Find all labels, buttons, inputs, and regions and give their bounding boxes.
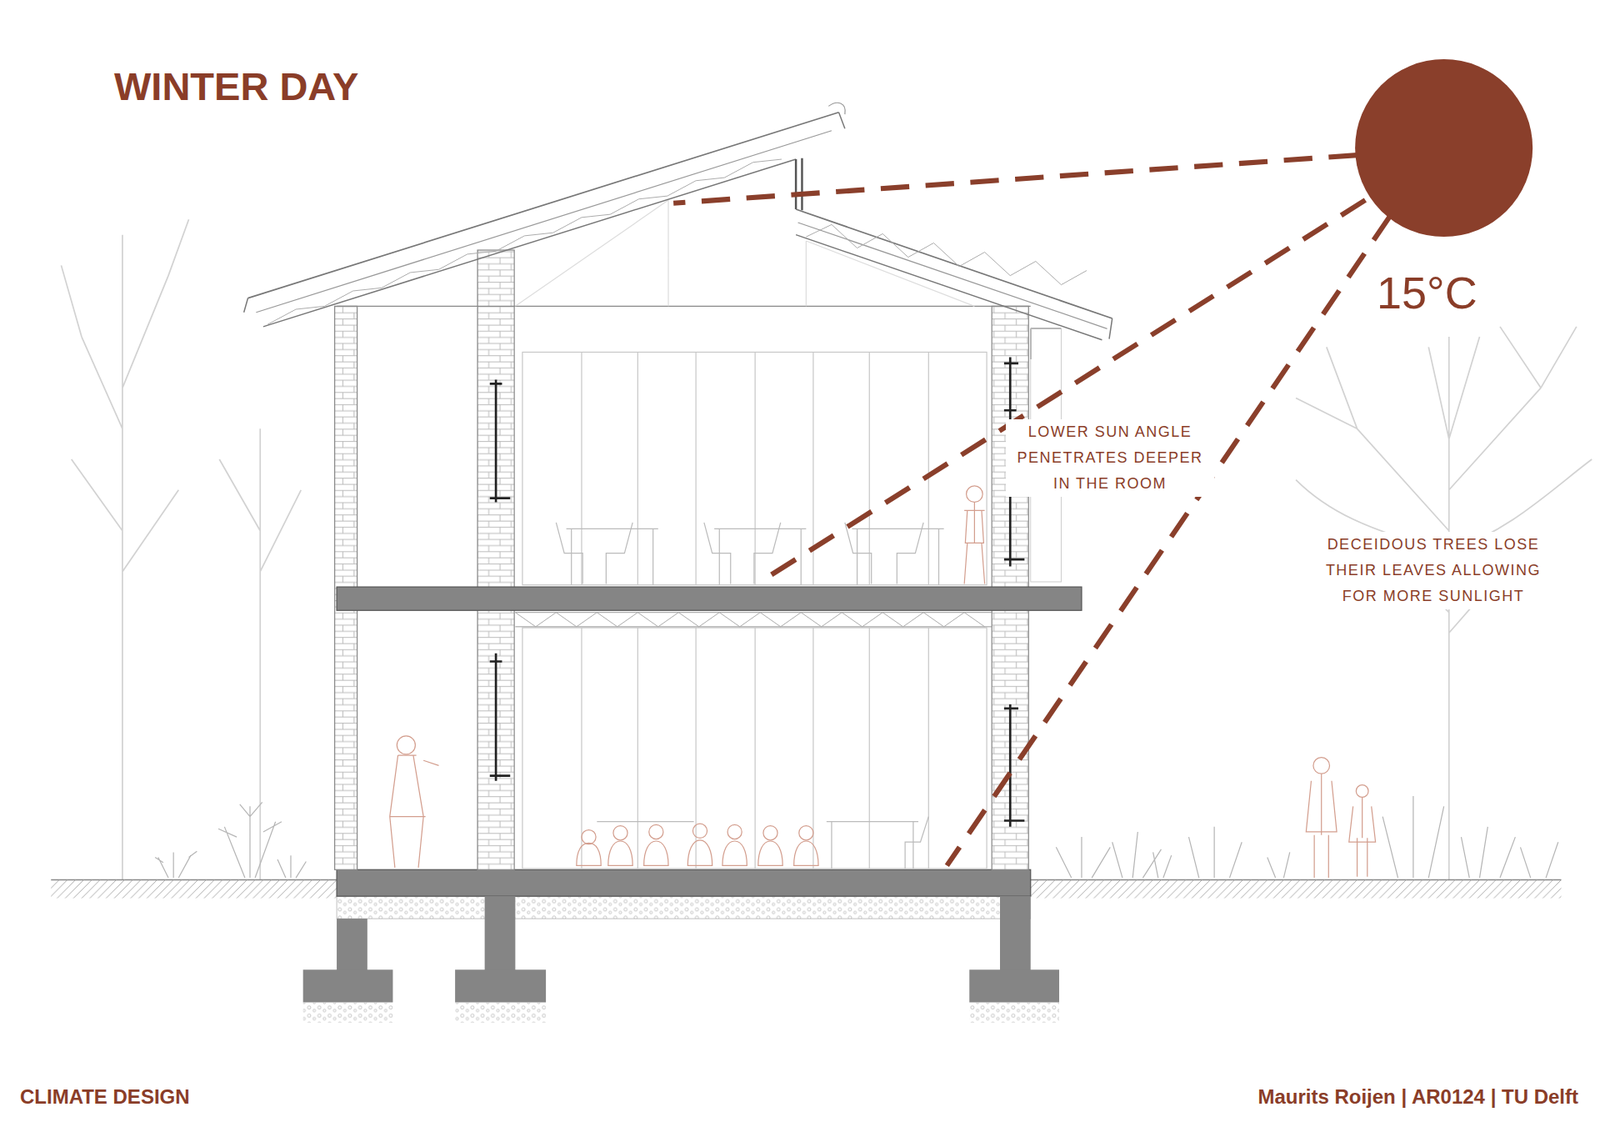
floor-slab <box>336 586 1082 627</box>
sun-diagram <box>673 59 1533 865</box>
people <box>390 485 1376 878</box>
footer-left: CLIMATE DESIGN <box>20 1085 190 1109</box>
temperature-label: 15°C <box>1376 268 1478 318</box>
foundation <box>303 869 1060 1023</box>
furniture <box>555 522 944 869</box>
windows <box>490 328 1062 827</box>
tree-note: DECEIDOUS TREES LOSE THEIR LEAVES ALLOWI… <box>1308 531 1559 610</box>
walls <box>335 250 1030 870</box>
roof <box>244 102 1113 340</box>
diagram-title: WINTER DAY <box>114 65 359 109</box>
sun-angle-note: LOWER SUN ANGLE PENETRATES DEEPER IN THE… <box>1005 419 1215 497</box>
footer-right: Maurits Roijen | AR0124 | TU Delft <box>1257 1085 1579 1109</box>
